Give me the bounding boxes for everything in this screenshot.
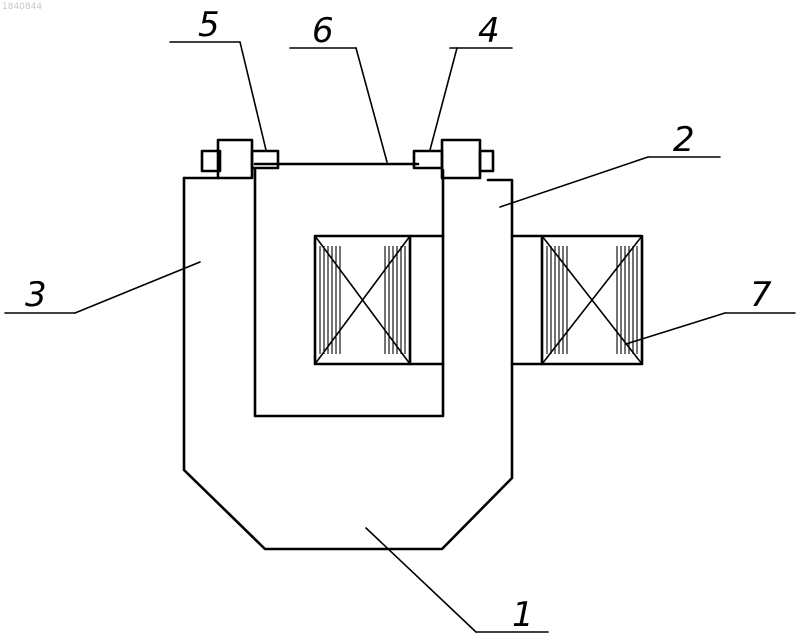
coil-section-left: [315, 236, 410, 364]
label-2: 2: [673, 120, 695, 160]
label-6: 6: [312, 11, 334, 51]
winding-7: [315, 236, 642, 364]
label-7: 7: [750, 275, 772, 315]
label-3: 3: [25, 275, 47, 315]
label-5: 5: [198, 5, 220, 45]
clamp-5: [202, 140, 278, 178]
coil-section-right: [542, 236, 642, 364]
figure-id: 1840844: [2, 2, 42, 12]
label-4: 4: [478, 11, 500, 51]
label-1: 1: [512, 595, 534, 635]
magnetic-core: [184, 164, 512, 549]
clamp-4: [414, 140, 493, 178]
